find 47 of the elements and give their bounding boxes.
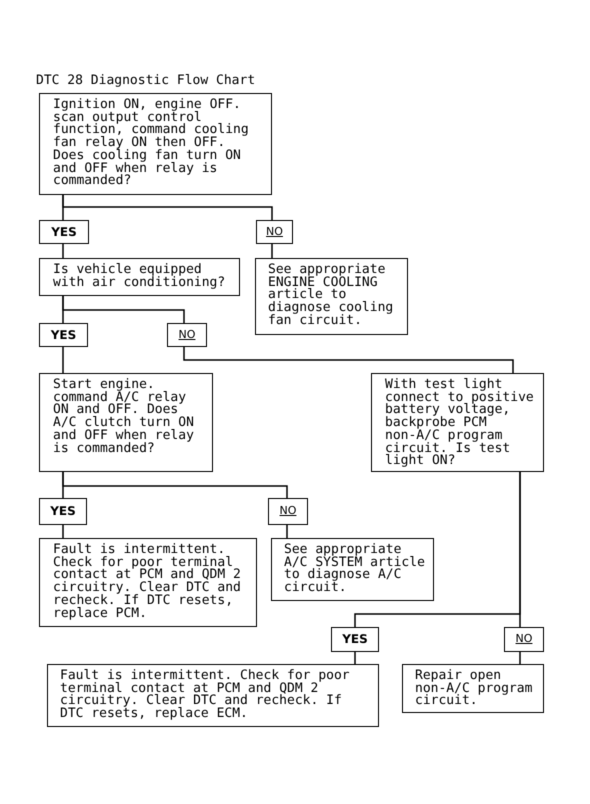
step-text: Repair open non-A/C program circuit. xyxy=(415,670,534,708)
answer-box xyxy=(167,323,207,347)
connector-line xyxy=(62,525,64,538)
connector-line xyxy=(354,652,356,664)
answer-label: YES xyxy=(341,633,369,645)
answer-box xyxy=(39,498,87,525)
step-text: Is vehicle equipped with air conditioning? xyxy=(53,264,226,290)
step-box xyxy=(39,258,240,296)
step-text: Fault is intermittent. Check for poor terminal contact at PCM and QDM 2 circuitry. Clear DTC and recheck. If DTC resets, replace ECM. xyxy=(60,670,351,721)
answer-label: YES xyxy=(50,328,78,340)
answer-box xyxy=(331,627,379,652)
connector-line xyxy=(62,244,64,258)
connector-line xyxy=(183,347,514,373)
connector-line xyxy=(62,472,288,498)
answer-label: NO xyxy=(278,505,298,517)
connector-line xyxy=(271,244,273,258)
step-box xyxy=(271,538,434,601)
step-box xyxy=(39,93,272,195)
step-text: Fault is intermittent. Check for poor terminal contact at PCM and QDM 2 circuitry. Clear DTC and recheck. If DTC resets, replace PCM. xyxy=(53,544,242,620)
answer-box xyxy=(256,220,293,244)
answer-label: NO xyxy=(265,226,284,238)
connector-line xyxy=(62,347,64,373)
answer-box xyxy=(39,220,89,244)
step-text: Ignition ON, engine OFF. scan output control function, command cooling fan relay ON then OFF. Does cooling fan turn ON and OFF when relay is commanded? xyxy=(53,99,250,188)
step-text: See appropriate A/C SYSTEM article to diagnose A/C circuit. xyxy=(284,544,426,595)
answer-label: NO xyxy=(514,633,534,645)
connector-line xyxy=(62,195,273,220)
answer-label: YES xyxy=(49,505,77,517)
step-text: With test light connect to positive battery voltage, backprobe PCM non-A/C program circuit. Is test light ON? xyxy=(385,379,535,468)
chart-title: DTC 28 Diagnostic Flow Chart xyxy=(36,74,256,88)
connector-line xyxy=(62,296,185,323)
connector-line xyxy=(286,525,288,538)
answer-label: NO xyxy=(178,328,196,340)
step-box xyxy=(39,538,257,627)
step-box xyxy=(402,664,544,713)
step-box xyxy=(255,258,408,335)
step-box xyxy=(39,373,213,472)
answer-box xyxy=(39,323,88,347)
connector-line xyxy=(519,472,521,627)
step-box xyxy=(47,664,379,727)
step-text: See appropriate ENGINE COOLING article to diagnose cooling fan circuit. xyxy=(268,264,394,328)
answer-box xyxy=(268,498,308,525)
step-box xyxy=(371,373,544,472)
answer-box xyxy=(504,627,544,652)
step-text: Start engine. command A/C relay ON and OFF. Does A/C clutch turn ON and OFF when relay is commanded? xyxy=(53,379,195,456)
connector-line xyxy=(519,652,521,664)
answer-label: YES xyxy=(50,226,78,238)
